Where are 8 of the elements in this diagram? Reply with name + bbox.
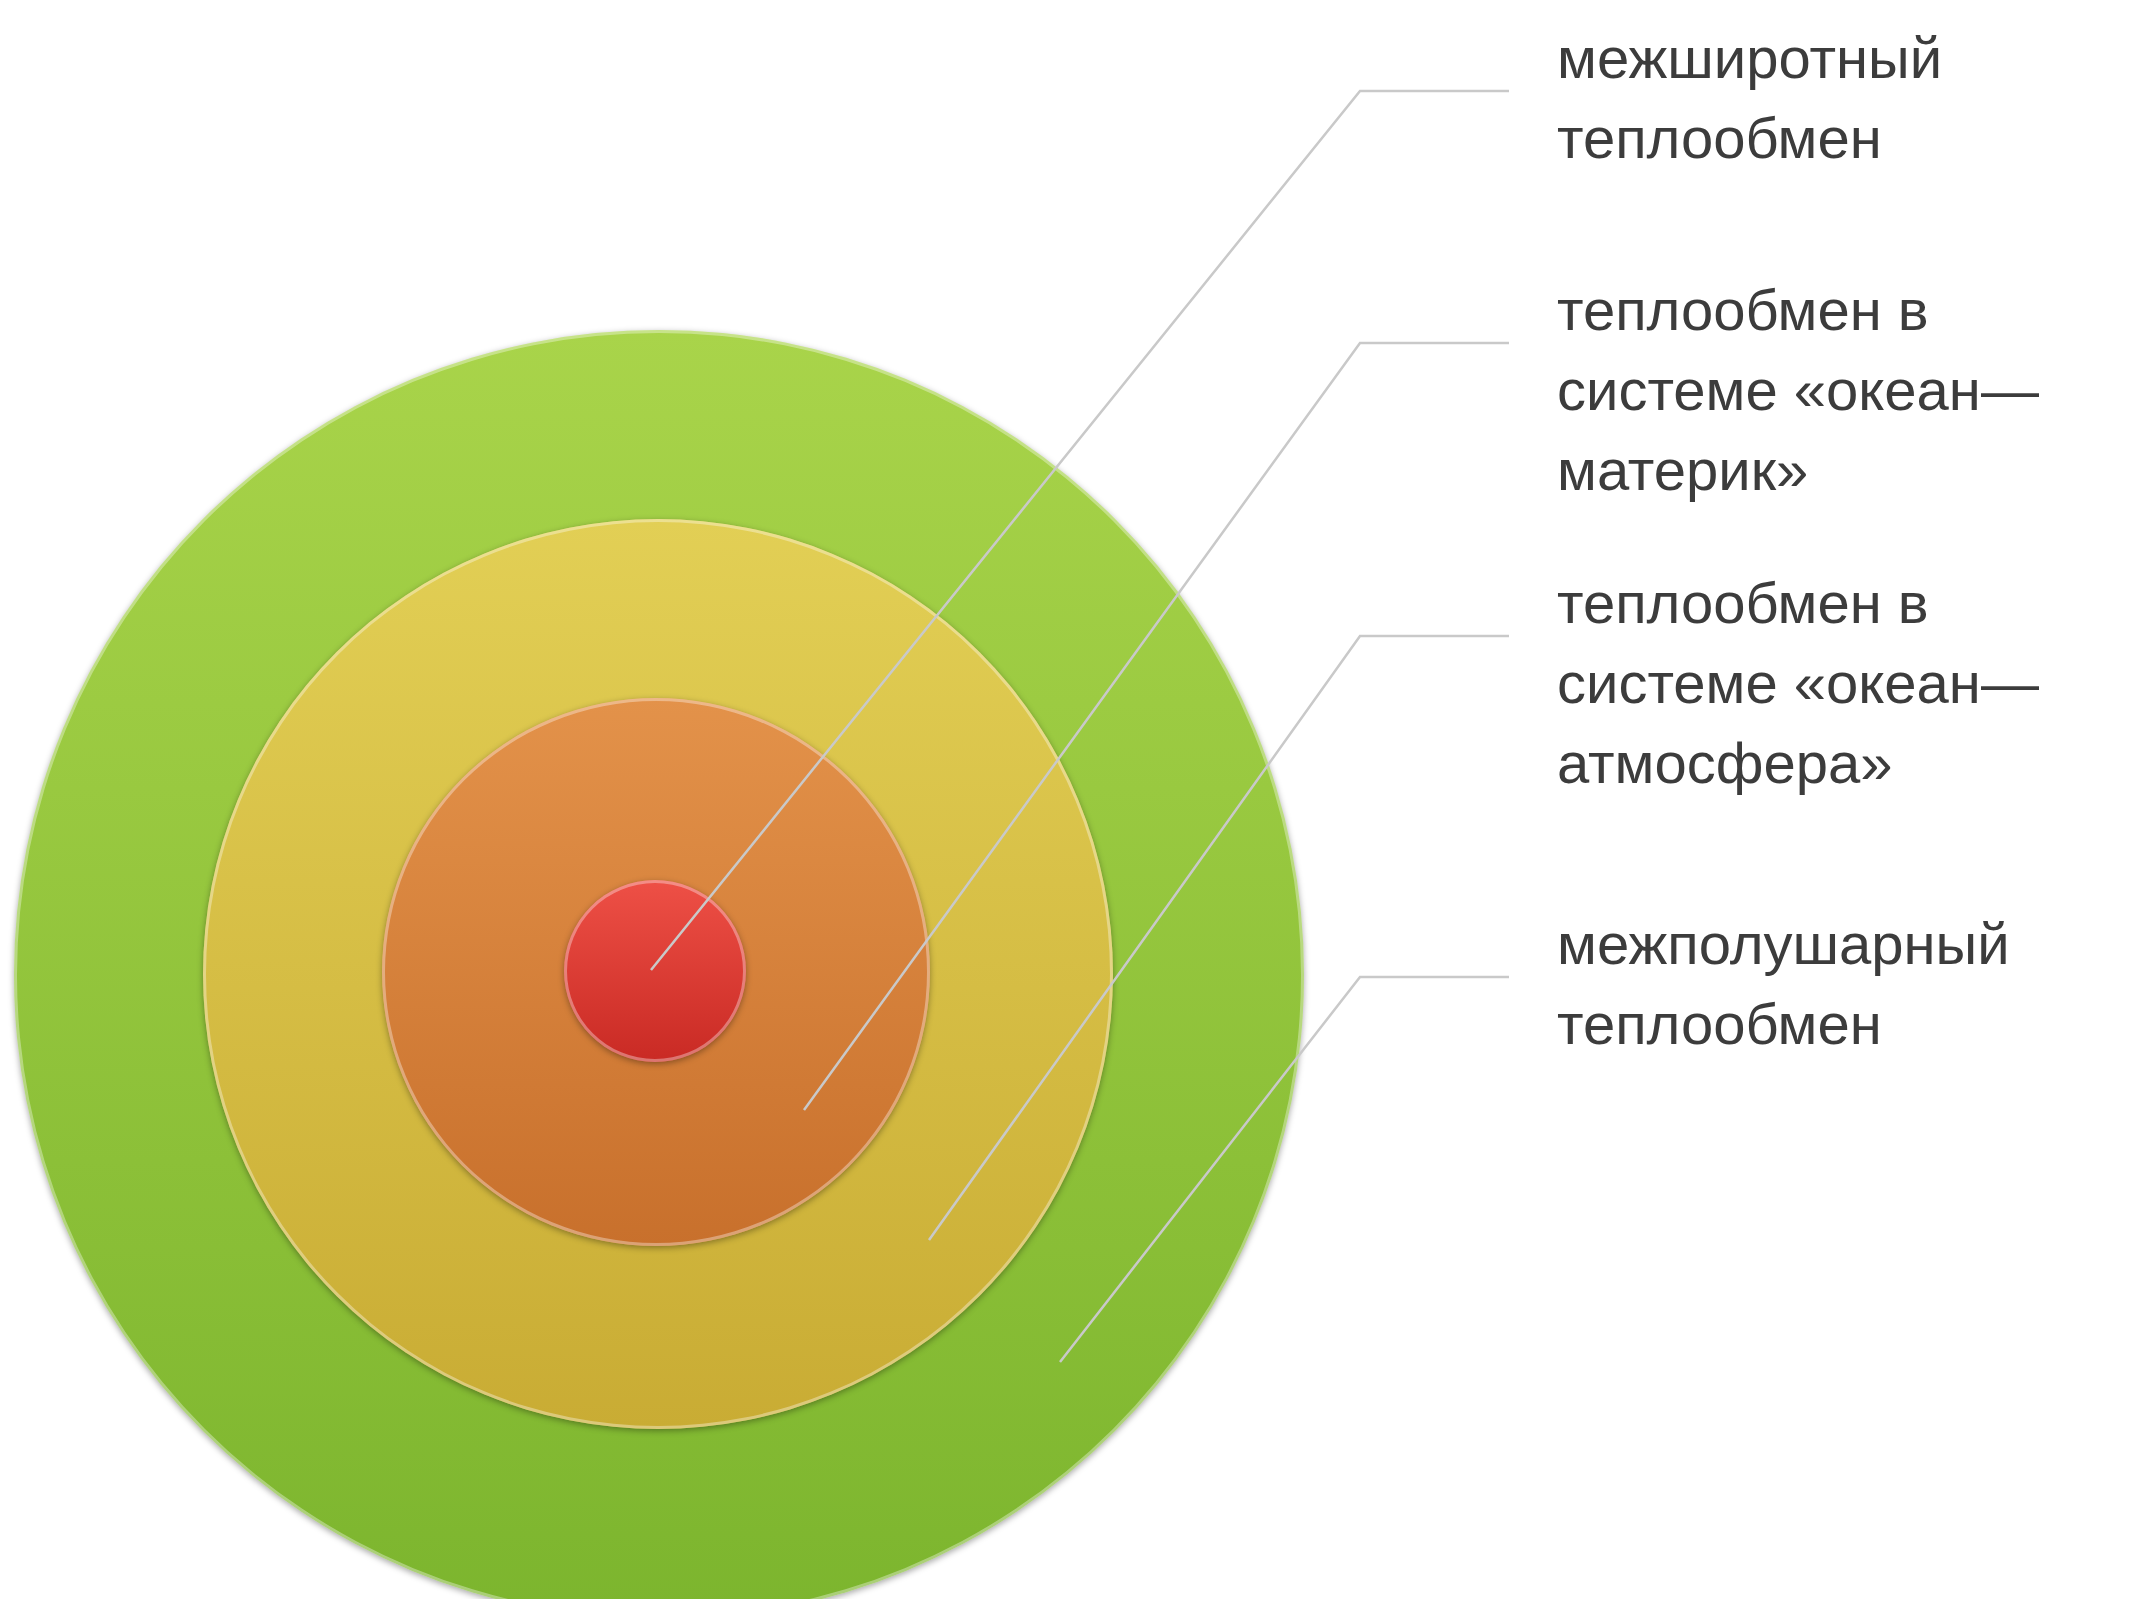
leader-line	[928, 634, 1509, 1241]
ring-label: межполушарный теплообмен	[1557, 904, 2117, 1064]
ring-label: теплообмен в системе «океан—материк»	[1557, 270, 2117, 510]
leader-line	[650, 89, 1509, 971]
leader-line	[1059, 975, 1509, 1363]
ring-label: теплообмен в системе «океан—атмосфера»	[1557, 563, 2117, 803]
ring-label: межширотный теплообмен	[1557, 18, 2117, 178]
leader-line	[803, 341, 1509, 1111]
